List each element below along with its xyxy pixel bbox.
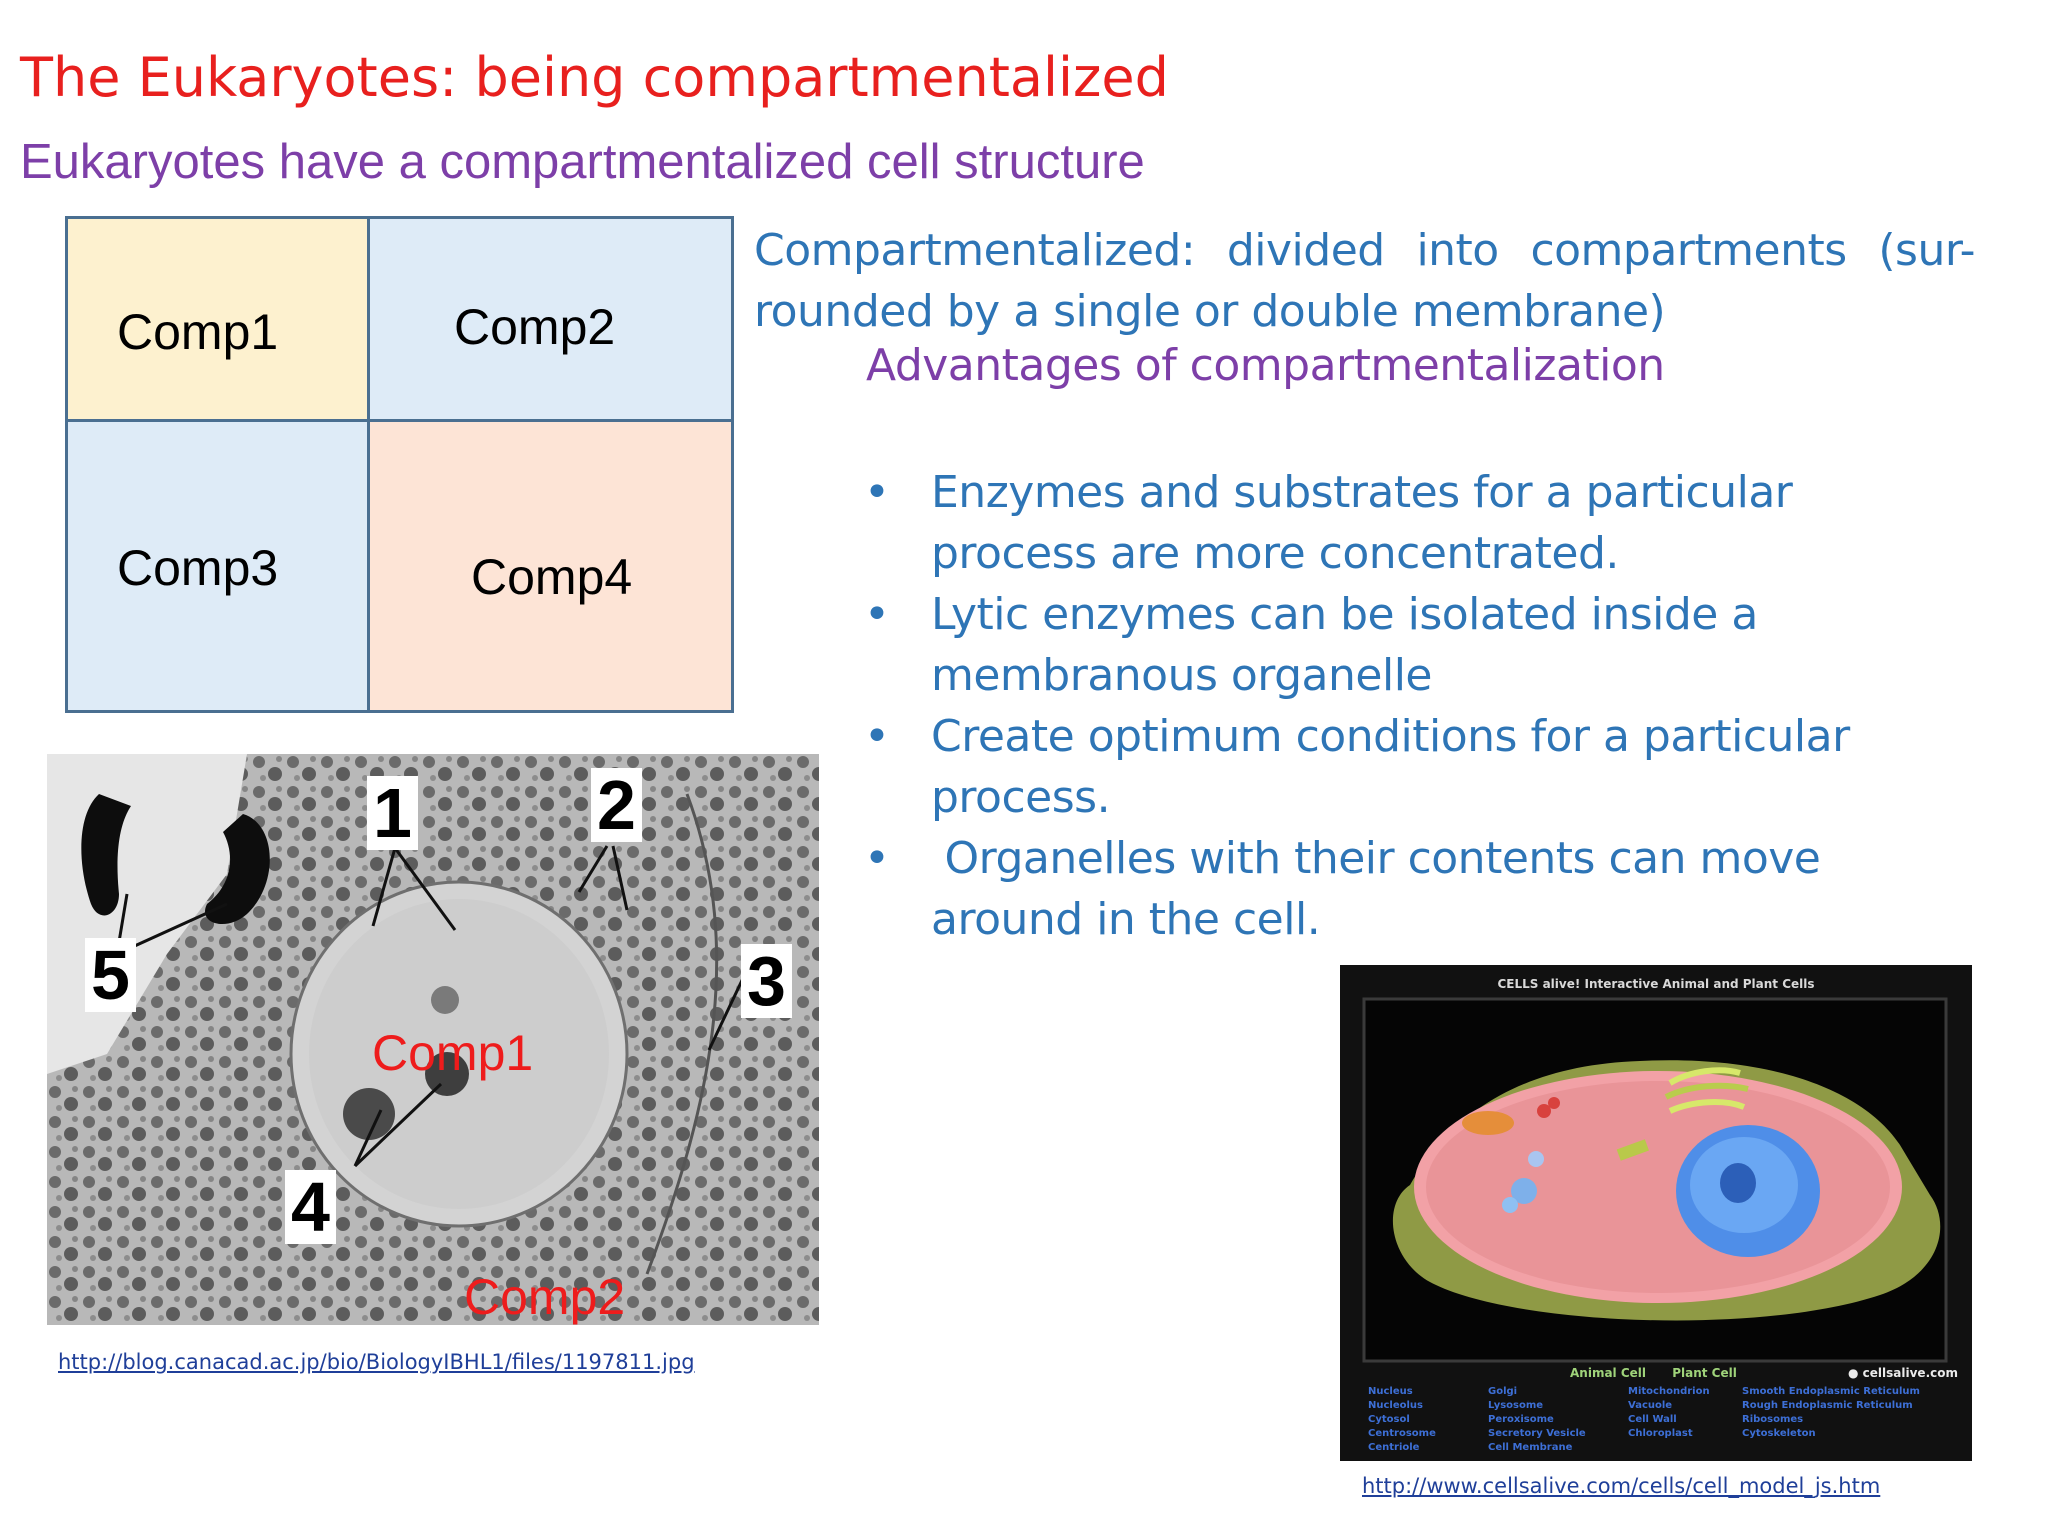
micrograph-label-comp2: Comp2 (464, 1269, 626, 1325)
legend-item[interactable]: Cell Membrane (1488, 1442, 1573, 1453)
legend-item[interactable]: Centrosome (1368, 1428, 1436, 1439)
compartment-3-box: Comp3 (65, 419, 370, 713)
compartment-3-label: Comp3 (117, 540, 279, 596)
micrograph-number-5: 5 (85, 938, 136, 1012)
micrograph-number-3: 3 (741, 944, 792, 1018)
compartment-1-label: Comp1 (117, 304, 279, 360)
cells-alive-title: CELLS alive! Interactive Animal and Plan… (1497, 977, 1815, 991)
legend-item[interactable]: Mitochondrion (1628, 1386, 1710, 1397)
electron-micrograph: 1 2 3 4 5 Comp1 Comp2 (47, 754, 819, 1325)
legend-item[interactable]: Secretory Vesicle (1488, 1428, 1586, 1439)
advantages-list: • Enzymes and substrates for a particular… (860, 462, 1860, 950)
animal-cell-illustration (1362, 997, 1948, 1363)
compartment-4-label: Comp4 (471, 549, 633, 605)
definition-text: Compartmentalized: divided into compartm… (754, 225, 1976, 337)
list-item: • Organelles with their contents can mov… (860, 828, 1860, 950)
cells-alive-screenshot: CELLS alive! Interactive Animal and Plan… (1340, 965, 1972, 1461)
micrograph-number-2: 2 (591, 768, 642, 842)
legend-item[interactable]: Nucleolus (1368, 1400, 1423, 1411)
bullet-glyph: • (864, 711, 890, 762)
legend-item[interactable]: Nucleus (1368, 1386, 1413, 1397)
compartment-2-box: Comp2 (367, 216, 734, 422)
cells-alive-tabs: Animal Cell Plant Cell (1570, 1366, 1759, 1380)
legend-item[interactable]: Cell Wall (1628, 1414, 1677, 1425)
legend-item[interactable]: Lysosome (1488, 1400, 1544, 1411)
advantages-heading: Advantages of compartmentalization (866, 340, 1665, 391)
list-item-text: Create optimum conditions for a particul… (931, 711, 1850, 823)
micrograph-source-link[interactable]: http://blog.canacad.ac.jp/bio/BiologyIBH… (58, 1350, 695, 1374)
legend-item[interactable]: Cytosol (1368, 1414, 1410, 1425)
legend-item[interactable]: Ribosomes (1742, 1414, 1804, 1425)
slide-title: The Eukaryotes: being compartmentalized (20, 46, 1169, 109)
list-item: • Enzymes and substrates for a particular… (860, 462, 1860, 584)
micrograph-label-comp1: Comp1 (372, 1025, 534, 1081)
compartment-4-box: Comp4 (367, 419, 734, 713)
list-item-text: Organelles with their contents can move … (931, 833, 1834, 945)
list-item-text: Enzymes and substrates for a particular … (931, 467, 1793, 579)
bullet-glyph: • (864, 833, 890, 884)
legend-column-1: Nucleus Nucleolus Cytosol Centrosome Cen… (1368, 1385, 1488, 1455)
organelle-legend: Nucleus Nucleolus Cytosol Centrosome Cen… (1368, 1385, 1962, 1455)
slide-subtitle: Eukaryotes have a compartmentalized cell… (20, 135, 1145, 189)
legend-item[interactable]: Centriole (1368, 1442, 1420, 1453)
list-item: • Lytic enzymes can be isolated inside a … (860, 584, 1860, 706)
micrograph-number-1: 1 (367, 776, 418, 850)
legend-item[interactable]: Vacuole (1628, 1400, 1673, 1411)
micrograph-number-4: 4 (285, 1170, 336, 1244)
compartment-1-box: Comp1 (65, 216, 370, 422)
legend-item[interactable]: Rough Endoplasmic Reticulum (1742, 1400, 1913, 1411)
tab-animal-cell[interactable]: Animal Cell (1570, 1366, 1647, 1380)
list-item: • Create optimum conditions for a particu… (860, 706, 1860, 828)
legend-item[interactable]: Chloroplast (1628, 1428, 1693, 1439)
legend-item[interactable]: Smooth Endoplasmic Reticulum (1742, 1386, 1920, 1397)
compartment-2-label: Comp2 (454, 299, 616, 355)
bullet-glyph: • (864, 589, 890, 640)
legend-item[interactable]: Golgi (1488, 1386, 1518, 1397)
legend-column-2: Golgi Lysosome Peroxisome Secretory Vesi… (1488, 1385, 1628, 1455)
legend-item[interactable]: Cytoskeleton (1742, 1428, 1816, 1439)
legend-column-3: Mitochondrion Vacuole Cell Wall Chloropl… (1628, 1385, 1742, 1455)
tab-plant-cell[interactable]: Plant Cell (1672, 1366, 1737, 1380)
list-item-text: Lytic enzymes can be isolated inside a m… (931, 589, 1758, 701)
cells-alive-site: ● cellsalive.com (1848, 1366, 1958, 1380)
legend-item[interactable]: Peroxisome (1488, 1414, 1554, 1425)
bullet-glyph: • (864, 467, 890, 518)
cells-alive-source-link[interactable]: http://www.cellsalive.com/cells/cell_mod… (1362, 1474, 1881, 1498)
legend-column-4: Smooth Endoplasmic Reticulum Rough Endop… (1742, 1385, 1962, 1455)
